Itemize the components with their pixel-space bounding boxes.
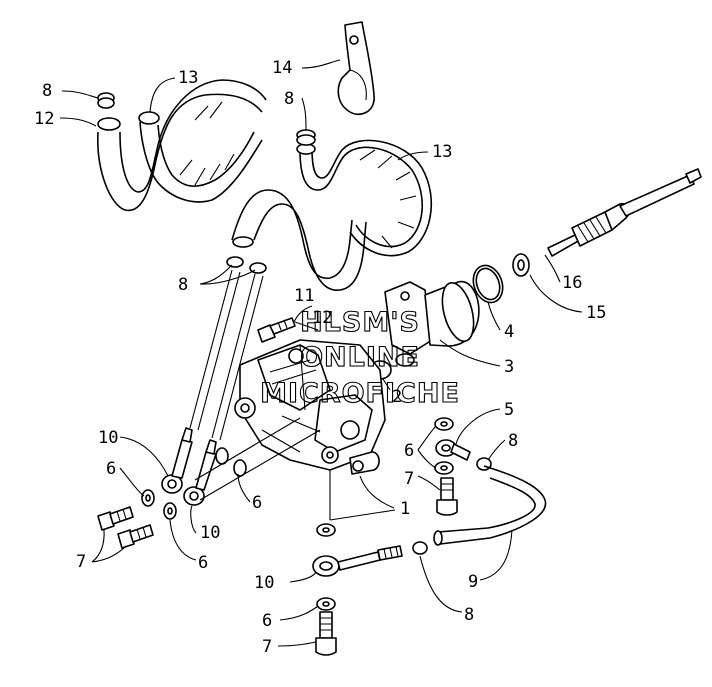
callout-12-center: 12 xyxy=(312,308,332,328)
leader-lines xyxy=(59,59,583,647)
o-ring-4 xyxy=(472,264,504,304)
hose-13-right xyxy=(296,139,433,257)
callout-6-right: 6 xyxy=(404,441,414,461)
callout-10-left-lower: 10 xyxy=(200,523,220,543)
watermark-line3: MICROFICHE xyxy=(260,378,460,409)
oil-pump-1 xyxy=(234,339,386,520)
callout-9: 9 xyxy=(468,572,478,592)
washer-6-left-upper xyxy=(141,489,155,507)
callout-11: 11 xyxy=(294,286,314,306)
callout-labels: 8 12 13 14 8 13 8 11 12 16 15 4 3 2 5 6 … xyxy=(34,58,606,657)
bolt-7-left-upper xyxy=(97,506,134,531)
washer-6-left-lower xyxy=(163,502,177,520)
callout-7-left: 7 xyxy=(76,552,86,572)
hose-clamp-bottom xyxy=(412,541,428,555)
watermark-line1: HLSM'S xyxy=(300,307,420,338)
callout-13-right: 13 xyxy=(432,142,452,162)
alignment-line-left xyxy=(194,417,301,481)
hose-9 xyxy=(433,465,547,546)
callout-13-left: 13 xyxy=(178,68,198,88)
callout-5: 5 xyxy=(504,400,514,420)
callout-6-left-upper: 6 xyxy=(106,459,116,479)
watermark: HLSM'S ONLINE MICROFICHE xyxy=(260,306,460,409)
callout-8-top-left: 8 xyxy=(42,81,52,101)
hose-clamp-mid-left xyxy=(226,256,267,274)
bolt-7-bottom xyxy=(315,611,337,656)
bolt-7-right xyxy=(436,477,458,516)
callout-2: 2 xyxy=(392,387,402,407)
gear-housing-3 xyxy=(384,280,480,367)
bolt-11 xyxy=(257,317,319,343)
callout-7-right: 7 xyxy=(404,469,414,489)
callout-10-bottom: 10 xyxy=(254,573,274,593)
callout-15: 15 xyxy=(586,303,606,323)
washer-15 xyxy=(512,253,530,277)
banjo-fitting-10-bottom xyxy=(312,545,403,577)
callout-1: 1 xyxy=(400,499,410,519)
hose-13-left xyxy=(97,79,267,212)
washer-6-right xyxy=(434,417,454,475)
callout-16: 16 xyxy=(562,273,582,293)
feed-lines xyxy=(189,269,264,441)
banjo-fitting-5 xyxy=(435,439,471,461)
callout-4: 4 xyxy=(504,322,514,342)
callout-10-left-upper: 10 xyxy=(98,428,118,448)
hose-12 xyxy=(231,189,367,291)
callout-12-top-left: 12 xyxy=(34,109,54,129)
washer-6-bottom xyxy=(316,523,336,611)
callout-6-bottom: 6 xyxy=(262,611,272,631)
callout-8-mid-left: 8 xyxy=(178,275,188,295)
hose-clamp-top-left xyxy=(97,92,115,109)
watermark-line2: ONLINE xyxy=(300,342,420,373)
banjo-fitting-10-lower xyxy=(183,439,217,506)
callout-6-left-lower: 6 xyxy=(198,553,208,573)
bracket-14 xyxy=(337,21,375,116)
washer-6-center xyxy=(215,447,247,477)
callout-14: 14 xyxy=(272,58,292,78)
callout-8-top-center: 8 xyxy=(284,89,294,109)
hose-clamp-top-center xyxy=(296,129,316,146)
bolt-7-left-lower xyxy=(117,524,154,549)
drive-shaft-16 xyxy=(547,168,702,257)
callout-8-bottom: 8 xyxy=(464,605,474,625)
callout-6-center: 6 xyxy=(252,493,262,513)
callout-7-bottom: 7 xyxy=(262,637,272,657)
banjo-fitting-10-upper xyxy=(161,427,193,494)
alignment-line-left-2 xyxy=(199,429,321,501)
callout-3: 3 xyxy=(504,357,514,377)
callout-8-right: 8 xyxy=(508,431,518,451)
